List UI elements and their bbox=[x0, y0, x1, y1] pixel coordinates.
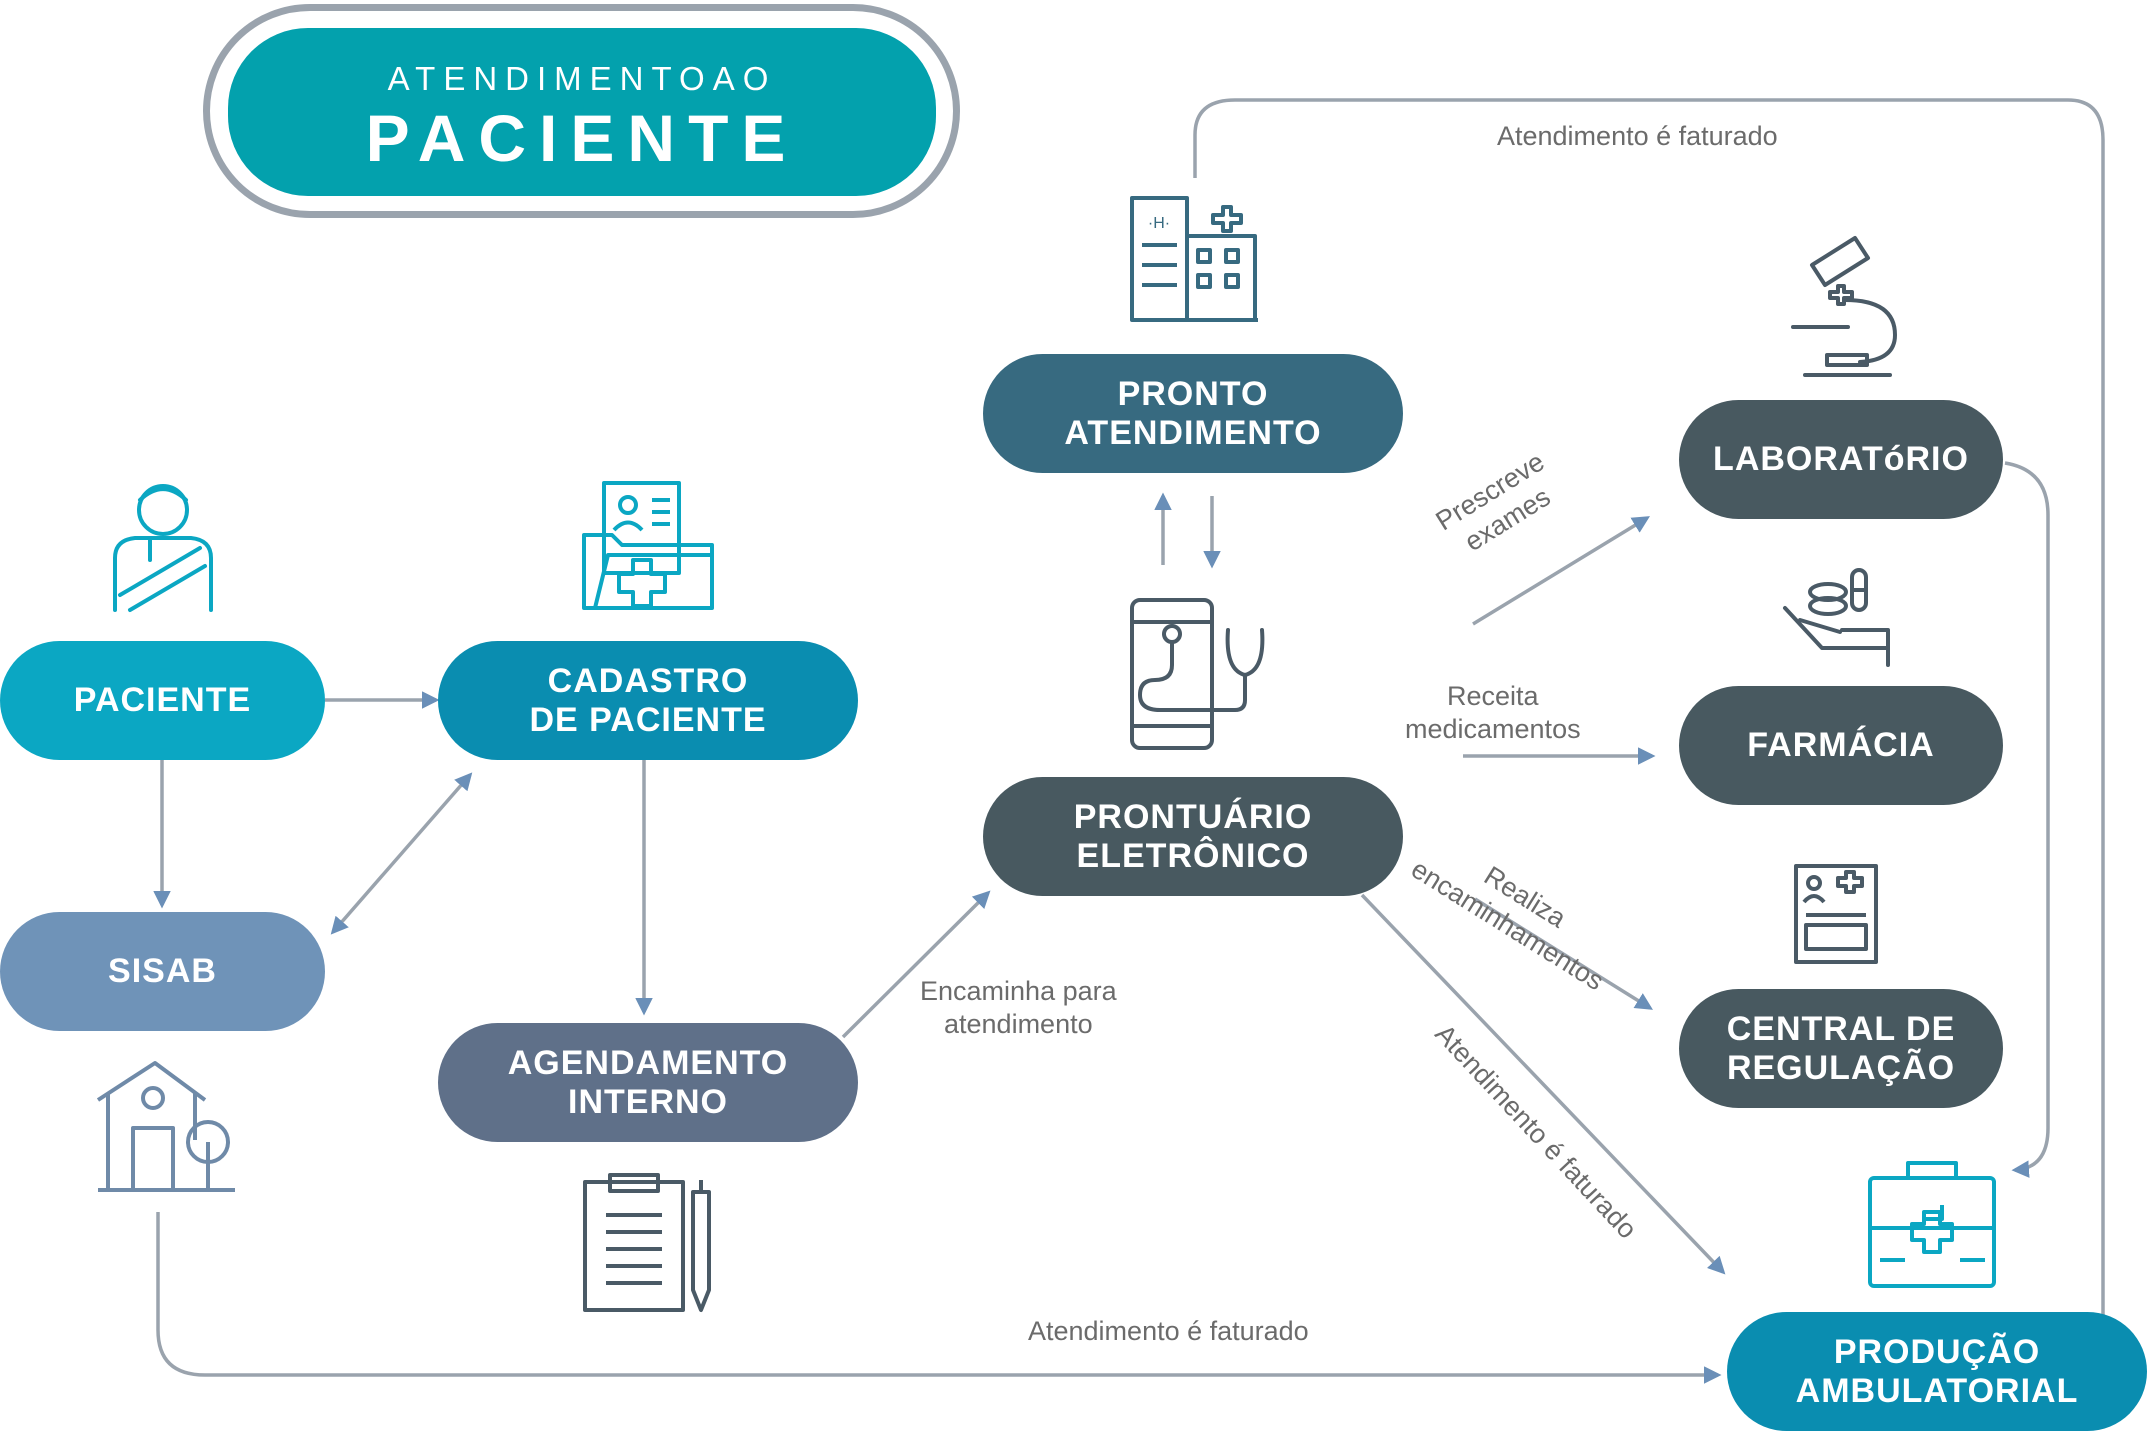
node-label: PRONTO bbox=[1117, 374, 1269, 413]
label-line: atendimento bbox=[944, 1009, 1093, 1039]
label-encaminha-para-atendimento: Encaminha para atendimento bbox=[920, 975, 1117, 1041]
medical-form-icon bbox=[1794, 864, 1878, 964]
node-pronto-atendimento[interactable]: PRONTO ATENDIMENTO bbox=[983, 354, 1403, 473]
node-label: CENTRAL DE bbox=[1726, 1009, 1956, 1048]
phone-stethoscope-icon bbox=[1130, 598, 1265, 750]
node-label: AMBULATORIAL bbox=[1795, 1371, 2079, 1410]
title-line-1: ATENDIMENTOAO bbox=[387, 60, 777, 97]
node-central-de-regulacao[interactable]: CENTRAL DE REGULAÇÃO bbox=[1679, 989, 2003, 1108]
patient-icon bbox=[113, 484, 213, 612]
medical-record-folder-icon bbox=[582, 481, 714, 610]
node-paciente[interactable]: PACIENTE bbox=[0, 641, 325, 760]
arrow-sisab-cadastro-bidirectional bbox=[330, 772, 473, 935]
node-label: CADASTRO bbox=[547, 661, 749, 700]
node-label: FARMÁCIA bbox=[1747, 726, 1935, 764]
title-line-2: PACIENTE bbox=[365, 101, 799, 175]
node-label: DE PACIENTE bbox=[529, 700, 767, 739]
pills-hand-icon bbox=[1783, 568, 1890, 667]
arrow-pronto-faturado-loop bbox=[1193, 98, 2105, 1315]
node-label: SISAB bbox=[108, 952, 217, 990]
arrow-agendamento-to-prontuario bbox=[841, 890, 991, 1039]
node-label: ATENDIMENTO bbox=[1064, 413, 1322, 452]
node-producao-ambulatorial[interactable]: PRODUÇÃO AMBULATORIAL bbox=[1727, 1312, 2147, 1431]
house-icon bbox=[96, 1061, 235, 1192]
node-cadastro-de-paciente[interactable]: CADASTRO DE PACIENTE bbox=[438, 641, 858, 760]
arrow-laboratorio-to-producao bbox=[2004, 461, 2050, 1178]
label-atendimento-faturado-bottom: Atendimento é faturado bbox=[1028, 1316, 1309, 1346]
label-atendimento-faturado-top: Atendimento é faturado bbox=[1497, 121, 1778, 151]
node-label: AGENDAMENTO bbox=[507, 1043, 789, 1082]
node-farmacia[interactable]: FARMÁCIA bbox=[1679, 686, 2003, 805]
label-receita-medicamentos: Receita medicamentos bbox=[1405, 680, 1581, 746]
arrow-prontuario-to-producao bbox=[1360, 893, 1726, 1275]
node-label: INTERNO bbox=[568, 1082, 728, 1121]
label-line: Encaminha para bbox=[920, 976, 1117, 1006]
node-label: PRODUÇÃO bbox=[1833, 1332, 2041, 1371]
node-label: LABORATóRIO bbox=[1713, 440, 1969, 478]
arrow-prescreve-exames bbox=[1472, 516, 1650, 626]
node-label: PACIENTE bbox=[73, 681, 252, 719]
arrow-sisab-faturado-loop bbox=[156, 1212, 1722, 1384]
label-line: Receita bbox=[1447, 681, 1539, 711]
node-label: REGULAÇÃO bbox=[1726, 1048, 1956, 1087]
node-label: ELETRÔNICO bbox=[1076, 836, 1310, 875]
node-laboratorio[interactable]: LABORATóRIO bbox=[1679, 400, 2003, 519]
arrow-realiza-encaminhamentos bbox=[1474, 897, 1653, 1010]
label-line: medicamentos bbox=[1405, 714, 1581, 744]
svg-text:·H·: ·H· bbox=[1148, 215, 1170, 232]
title-banner: ATENDIMENTOAO PACIENTE bbox=[228, 28, 936, 196]
node-sisab[interactable]: SISAB bbox=[0, 912, 325, 1031]
first-aid-kit-icon bbox=[1868, 1161, 1996, 1288]
node-prontuario-eletronico[interactable]: PRONTUÁRIO ELETRÔNICO bbox=[983, 777, 1403, 896]
node-agendamento-interno[interactable]: AGENDAMENTO INTERNO bbox=[438, 1023, 858, 1142]
clipboard-pen-icon bbox=[583, 1173, 711, 1312]
hospital-building-icon: ·H· bbox=[1130, 196, 1258, 322]
node-label: PRONTUÁRIO bbox=[1073, 797, 1313, 836]
microscope-icon bbox=[1791, 236, 1897, 377]
